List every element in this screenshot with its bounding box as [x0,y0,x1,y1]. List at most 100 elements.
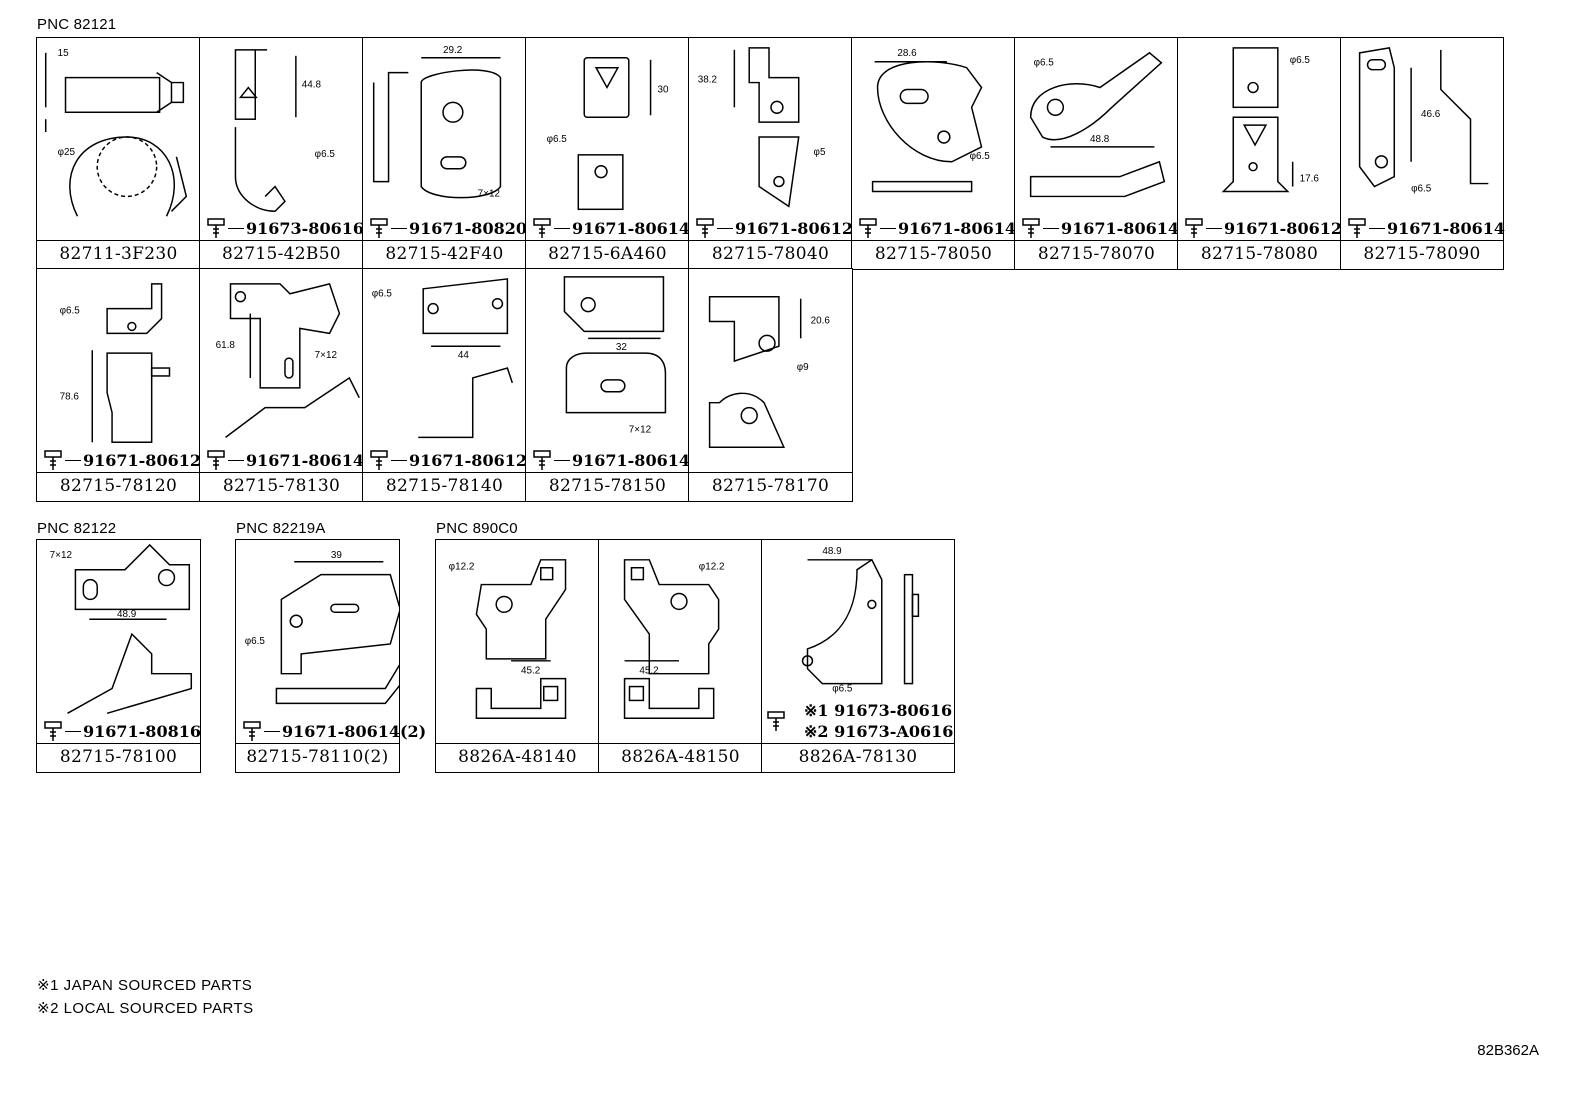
dim-label: 17.6 [1300,174,1320,185]
dim-label: φ5 [814,147,826,158]
bracket-drawing: 44.8 φ6.5 [234,49,336,213]
part-number: 8826A-48140 [436,743,599,772]
bracket-drawing: φ12.2 45.2 [449,559,567,719]
bolt-icon [1348,218,1366,238]
bolt-icon [207,450,225,470]
bracket-drawing: 29.2 7×12 [372,45,502,199]
dim-label: 48.9 [822,546,842,557]
bolt-icon [859,218,877,238]
dim-label: 45.2 [639,666,658,677]
part-cell[interactable]: 28.6 φ6.5 91671-80614 82715-78050 [851,37,1016,270]
group-label-82122: PNC 82122 [37,520,117,537]
part-cell[interactable]: 32 7×12 91671-80614 82715-78150 [525,268,690,502]
bolt-callout: 91671-80614 [1347,217,1505,239]
bolt-part-number: 91671-80614(2) [282,721,427,741]
dim-label: 20.6 [811,315,831,326]
group-label-82219a: PNC 82219A [236,520,326,537]
dim-label: φ9 [797,362,809,373]
bolt-callout: 91671-80614 [206,449,364,471]
bolt-callout: 91671-80612 [43,449,201,471]
part-number: 82715-78050 [852,240,1015,269]
dim-label: φ6.5 [832,684,853,695]
part-number: 82715-6A460 [526,240,689,269]
dim-label: φ6.5 [60,306,81,317]
bolt-callout: 91671-80612 [1184,217,1342,239]
part-number: 82715-78130 [200,472,363,501]
footnote-japan: ※1 JAPAN SOURCED PARTS [37,977,253,994]
dim-label: 7×12 [629,424,651,435]
dim-label: 48.8 [1090,134,1110,145]
bolt-icon [370,450,388,470]
dim-label: 48.9 [117,609,137,620]
clamp-drawing: 15 φ25 [44,48,188,217]
part-cell[interactable]: φ12.2 45.2 8826A-48150 [598,539,763,773]
dim-label: 7×12 [50,550,72,561]
dim-label: φ6.5 [245,636,266,647]
bolt-part-number: 91671-80612 [409,450,527,470]
bolt-option-japan: ※1 91673-80616 [804,701,953,720]
part-cell[interactable]: φ6.5 17.6 91671-80612 82715-78080 [1177,37,1342,270]
dim-label: φ6.5 [315,149,336,160]
part-cell[interactable]: 39 φ6.5 91671-80614(2) 82715-78110(2) [235,539,426,773]
part-cell[interactable]: 38.2 φ5 91671-80612 82715-78040 [688,37,853,270]
part-cell[interactable]: 20.6 φ9 82715-78170 [688,268,853,502]
bolt-callout: 91671-80614 [1021,217,1179,239]
bolt-part-number: 91671-80816 [83,721,201,741]
dim-label: φ6.5 [372,289,393,300]
part-number: 8826A-48150 [599,743,762,772]
part-cell[interactable]: 30 φ6.5 91671-80614 82715-6A460 [525,37,690,270]
bolt-part-number: 91671-80614 [246,450,364,470]
bolt-icon [767,711,785,731]
part-number: 82715-78070 [1015,240,1178,269]
bolt-part-number: 91671-80820 [409,218,527,238]
part-cell[interactable]: φ6.5 44 91671-80612 82715-78140 [362,268,527,502]
bolt-icon [243,721,261,741]
dim-label: 61.8 [216,340,236,351]
bracket-drawing: 38.2 φ5 [698,47,826,208]
bolt-part-number: 91673-80616 [246,218,364,238]
diagram-code: 82B362A [1477,1042,1539,1059]
bracket-drawing: φ6.5 78.6 [60,283,171,444]
bolt-part-number: 91671-80612 [1224,218,1342,238]
dim-label: 38.2 [698,75,717,86]
part-cell[interactable]: 46.6 φ6.5 91671-80614 82715-78090 [1340,37,1505,270]
bolt-icon [44,450,62,470]
dim-label: φ6.5 [1411,183,1432,194]
part-cell[interactable]: 48.9 φ6.5 ※1 91673-80616 ※2 91673-A0616 … [761,539,955,773]
dim-label: 46.6 [1421,109,1441,120]
part-cell[interactable]: 44.8 φ6.5 91673-80616 82715-42B50 [199,37,364,270]
part-cell[interactable]: 15 φ25 82711-3F230 [36,37,201,270]
bolt-option-local: ※2 91673-A0616 [804,722,954,741]
part-cell[interactable]: 61.8 7×12 91671-80614 82715-78130 [199,268,364,502]
bracket-drawing: 28.6 φ6.5 [871,48,990,193]
dim-label: 29.2 [443,45,462,56]
bracket-drawing: φ12.2 45.2 [623,559,725,719]
part-number: 82715-78150 [526,472,689,501]
bolt-icon [370,218,388,238]
part-number: 82715-78170 [689,472,852,501]
bolt-icon [696,218,714,238]
bolt-callout-multi: ※1 91673-80616 ※2 91673-A0616 [766,700,953,742]
bolt-part-number: 91671-80614 [572,450,690,470]
part-cell[interactable]: φ6.5 48.8 91671-80614 82715-78070 [1014,37,1179,270]
part-cell[interactable]: 7×12 48.9 91671-80816 82715-78100 [36,539,201,773]
part-number: 82715-78120 [37,472,200,501]
part-cell[interactable]: φ6.5 78.6 91671-80612 82715-78120 [36,268,201,502]
part-cell[interactable]: 29.2 7×12 91671-80820 82715-42F40 [362,37,527,270]
bracket-drawing: 32 7×12 [563,276,667,435]
bolt-callout: 91671-80614 [532,449,690,471]
dim-label: φ25 [58,147,76,158]
dim-label: 32 [616,342,627,353]
bolt-part-number: 91671-80614 [898,218,1016,238]
dim-label: 15 [58,48,70,59]
bolt-callout: 91671-80614(2) [242,720,426,742]
group-label-890c0: PNC 890C0 [436,520,518,537]
bolt-icon [533,450,551,470]
dim-label: φ6.5 [1290,55,1311,66]
dim-label: 78.6 [60,392,80,403]
part-cell[interactable]: φ12.2 45.2 8826A-48140 [435,539,600,773]
bolt-icon [533,218,551,238]
footnote-local: ※2 LOCAL SOURCED PARTS [37,1000,254,1017]
dim-label: φ12.2 [699,562,725,573]
dim-label: 44.8 [302,80,322,91]
